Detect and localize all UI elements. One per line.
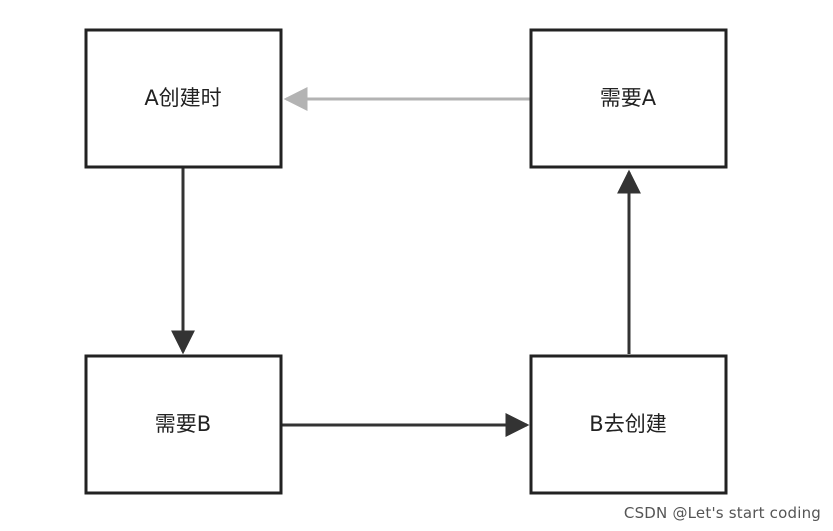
node-need-b-label: 需要B — [155, 412, 211, 436]
node-need-a-box — [529, 28, 728, 169]
node-a-create: A创建时 — [84, 28, 283, 169]
node-need-a: 需要A — [529, 28, 728, 169]
node-need-b: 需要B — [84, 354, 283, 495]
node-b-create-label: B去创建 — [589, 412, 666, 436]
node-a-create-box — [84, 28, 283, 169]
node-b-create-box — [529, 354, 728, 495]
node-b-create: B去创建 — [529, 354, 728, 495]
watermark-text: CSDN @Let's start coding — [623, 504, 821, 522]
node-need-b-box — [84, 354, 283, 495]
node-a-create-label: A创建时 — [144, 86, 221, 110]
node-need-a-label: 需要A — [600, 86, 657, 110]
